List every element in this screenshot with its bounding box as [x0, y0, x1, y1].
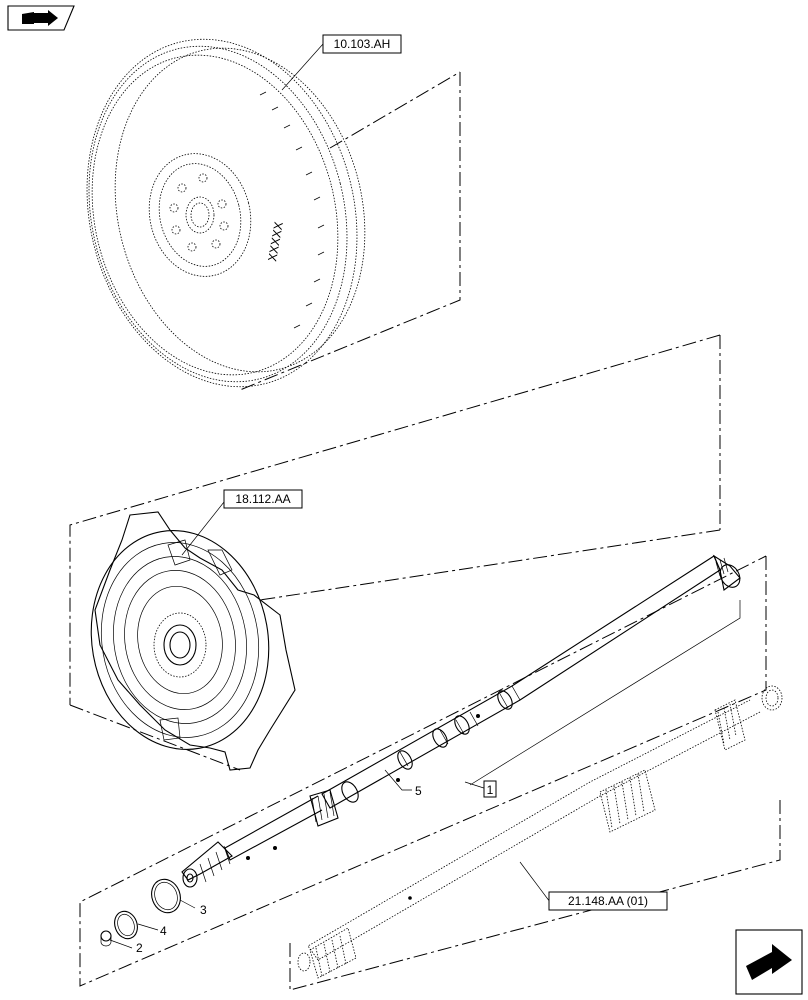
plug-2: [100, 930, 112, 947]
damper-frame: [69, 334, 721, 771]
next-page-arrow-icon[interactable]: [735, 929, 803, 995]
ref-callout-damper[interactable]: 18.112.AA: [181, 489, 303, 556]
item-3-label[interactable]: 3: [200, 903, 207, 917]
o-ring-4: [114, 910, 138, 940]
flywheel-drawing: XXXXX: [86, 38, 366, 388]
damper-drawing: [90, 511, 296, 771]
pto-frame: [289, 800, 781, 991]
item-callouts: 1 5 3 4 2: [109, 769, 497, 955]
pto-shaft-drawing: [297, 685, 783, 979]
item-1-label: 1: [487, 783, 494, 797]
ref-label-flywheel: 10.103.AH: [334, 37, 391, 51]
input-shaft-drawing: [181, 554, 741, 888]
item-2-label[interactable]: 2: [136, 941, 143, 955]
item-1-box[interactable]: [483, 780, 497, 798]
flywheel-frame: [239, 72, 461, 391]
ref-callout-flywheel[interactable]: 10.103.AH: [281, 34, 402, 91]
ref-label-damper: 18.112.AA: [235, 492, 290, 506]
book-arrow-icon[interactable]: [7, 5, 75, 31]
ref-label-pto: 21.148.AA (01): [568, 894, 648, 908]
seal-ring-3: [151, 878, 181, 914]
shaft-frame: [79, 555, 767, 987]
item-5-label[interactable]: 5: [415, 784, 422, 798]
ref-callout-pto[interactable]: 21.148.AA (01): [519, 861, 668, 911]
svg-text:XXXXX: XXXXX: [265, 221, 286, 263]
item-4-label[interactable]: 4: [160, 924, 167, 938]
